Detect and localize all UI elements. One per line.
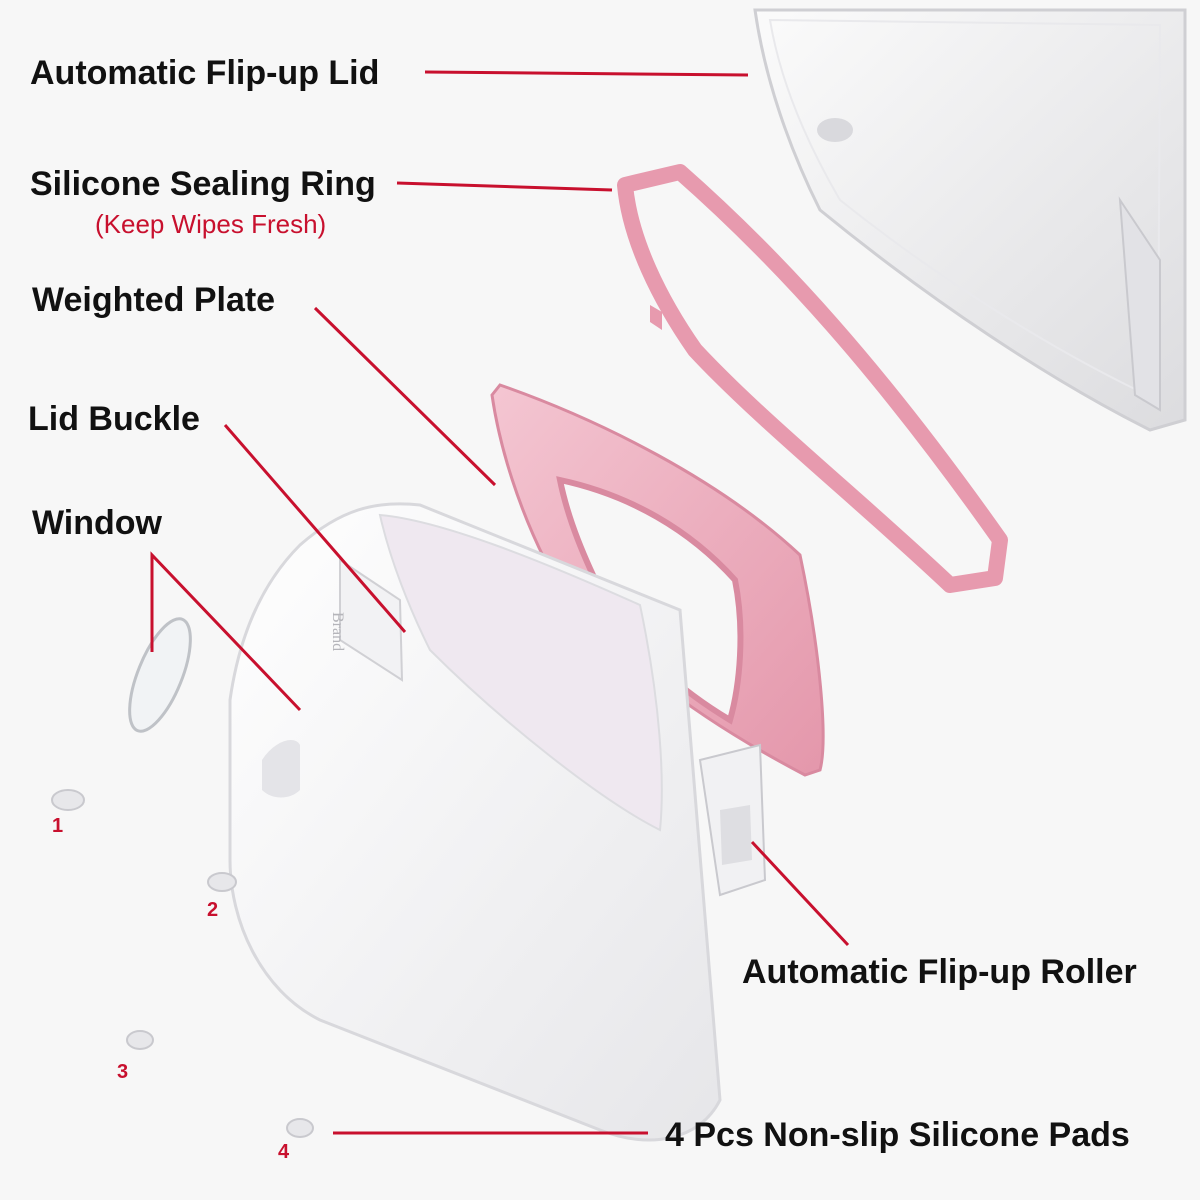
pad-2 (207, 872, 237, 892)
pad-1 (51, 789, 85, 811)
wipes-box-body (228, 502, 767, 1142)
brand-mark: Brand (329, 612, 346, 652)
label-silicone-pads: 4 Pcs Non-slip Silicone Pads (665, 1116, 1130, 1154)
flip-up-lid-part (753, 8, 1187, 432)
silicone-sealing-ring-part (617, 164, 1008, 593)
label-lid-buckle: Lid Buckle (28, 400, 200, 438)
pad-number-2: 2 (207, 899, 219, 921)
pad-number-3: 3 (117, 1061, 129, 1083)
label-flip-up-lid: Automatic Flip-up Lid (30, 54, 380, 92)
pad-number-4: 4 (278, 1141, 290, 1163)
label-window: Window (32, 504, 162, 542)
leader-lines (150, 70, 850, 1135)
leader-window (150, 551, 302, 712)
leader-plate (313, 306, 497, 487)
leader-ring (396, 181, 613, 192)
leader-lid (424, 70, 749, 77)
label-sealing-ring-note: (Keep Wipes Fresh) (95, 209, 327, 239)
window-part (128, 617, 192, 733)
leader-buckle (223, 424, 407, 633)
pad-number-1: 1 (52, 815, 64, 837)
label-weighted-plate: Weighted Plate (32, 281, 276, 319)
pad-3 (126, 1030, 154, 1050)
silicone-pads (51, 789, 314, 1138)
label-sealing-ring: Silicone Sealing Ring (30, 165, 376, 203)
pad-4 (286, 1118, 314, 1138)
leader-roller (750, 840, 850, 947)
label-flip-up-roller: Automatic Flip-up Roller (742, 953, 1137, 991)
